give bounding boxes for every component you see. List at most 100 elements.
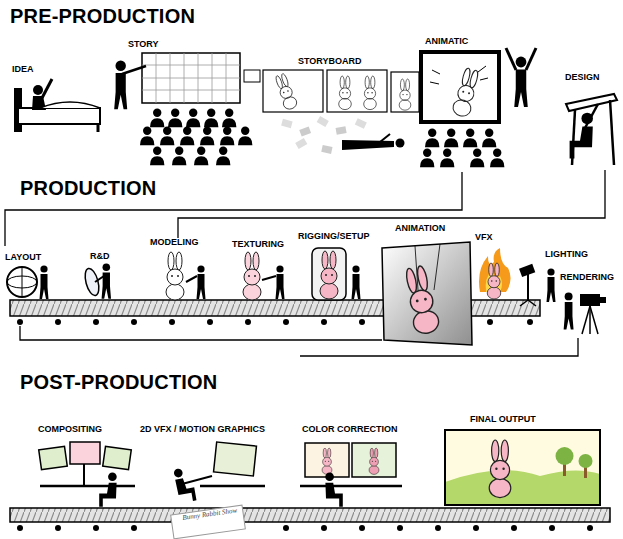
color-correction-desk-part [305,443,349,477]
storyboard-panels-part [364,76,377,110]
post-belt-part [511,525,517,531]
story-meeting-part [168,109,182,128]
animatic-screen-part [444,129,458,148]
storyboard-panels-part [273,73,298,111]
texturing-station [243,252,285,300]
animatic-screen-part [514,57,528,107]
idea-bed [14,79,100,132]
motion-graphics-desk-part [214,442,257,476]
color-correction-desk-part [352,443,396,477]
animatic-screen-part [440,149,454,168]
production-belt-part [207,319,213,325]
final-output-frame [445,430,600,505]
post-belt-part [283,525,289,531]
design-desk-part [610,100,614,165]
rendering-station [564,292,606,334]
final-output-frame-part [445,430,600,505]
animation-panel [382,242,472,345]
storyboard-panels-part [355,118,367,129]
production-belt-part [245,319,251,325]
stage-label: LIGHTING [545,250,588,259]
stage-label: MODELING [150,238,199,247]
story-meeting-part [140,127,154,146]
story-meeting-part [222,109,236,128]
stage-label: COLOR CORRECTION [302,425,398,434]
script-paper [171,505,246,539]
compositing-desk-part [39,446,68,469]
story-meeting-part [160,127,174,146]
vfx-station-part [487,263,501,299]
final-output-frame-part [579,454,593,468]
color-correction-desk-part [325,472,343,506]
story-meeting-part [150,109,164,128]
animatic-screen-part [490,149,504,168]
post-belt [10,508,610,531]
rendering-station-part [564,292,574,329]
animatic-screen-part [506,48,516,70]
storyboard-panels-part [399,79,411,110]
flow-lines-part [20,326,382,340]
animatic-screen-part [430,66,488,84]
rendering-station-part [598,297,606,303]
stage-label: VFX [475,233,493,242]
design-desk [566,94,617,165]
lighting-station-part [527,274,529,300]
story-meeting-part [180,127,194,146]
storyboard-panels-part [342,140,394,150]
vfx-station [479,248,511,299]
production-belt-part [55,319,61,325]
story-meeting-part [194,147,208,166]
post-belt-part [321,525,327,531]
stage-label: LAYOUT [5,253,41,262]
compositing-desk-part [83,464,85,486]
story-meeting-part [142,53,240,103]
compositing-desk [39,442,135,507]
storyboard-panels-part [396,139,405,148]
compositing-desk-part [103,446,132,469]
motion-graphics-desk-part [200,485,265,488]
storyboard-panels-part [321,145,332,154]
color-correction-desk-part [300,485,402,488]
rnd-station-part [95,276,104,282]
idea-bed-part [97,124,100,132]
stage-label: 2D VFX / MOTION GRAPHICS [140,425,265,434]
rendering-station-part [582,306,590,334]
storyboard-panels-part [317,116,329,127]
production-belt-part [359,319,365,325]
motion-graphics-desk [173,442,265,503]
layout-station-part [40,265,49,299]
animatic-screen-part [482,129,496,148]
final-output-frame-part [556,447,574,465]
storyboard-panels-part [295,138,307,149]
post-belt-part [17,525,23,531]
lighting-station-part [528,300,536,306]
story-meeting-part [244,70,260,82]
story-meeting-part [122,66,146,74]
texturing-station-part [276,265,285,299]
lighting-station [519,264,555,306]
stage-label: IDEA [12,65,34,74]
story-meeting-part [172,147,186,166]
animatic-screen-part [451,67,481,118]
lighting-station-part [519,264,535,277]
post-belt-part [55,525,61,531]
design-desk-part [585,104,598,128]
paper-note: Bunny Rabbit Show [182,507,238,522]
stage-label: COMPOSITING [38,425,102,434]
color-correction-desk-part [322,448,332,474]
stage-label: DESIGN [565,73,600,82]
compositing-desk-part [40,485,135,488]
idea-bed-part [33,85,43,95]
motion-graphics-desk-part [182,476,212,484]
post-belt-part [397,525,403,531]
production-belt-part [17,319,23,325]
post-belt-part [587,525,593,531]
animation-panel-part [434,244,440,290]
rnd-station-part [83,267,102,297]
modeling-station-part [166,252,184,300]
animatic-screen-part [421,52,499,122]
lighting-station-part [547,268,556,302]
production-belt-part [321,319,327,325]
stage-label: STORY [128,40,159,49]
